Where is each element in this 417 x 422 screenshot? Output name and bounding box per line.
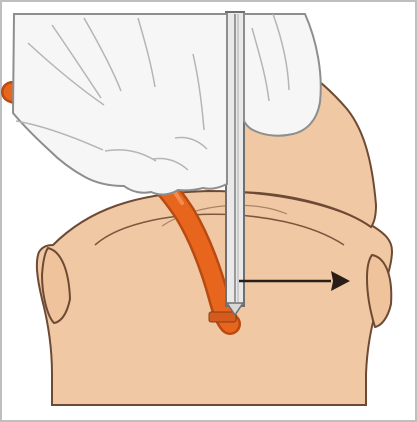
needle-icon xyxy=(226,12,244,315)
